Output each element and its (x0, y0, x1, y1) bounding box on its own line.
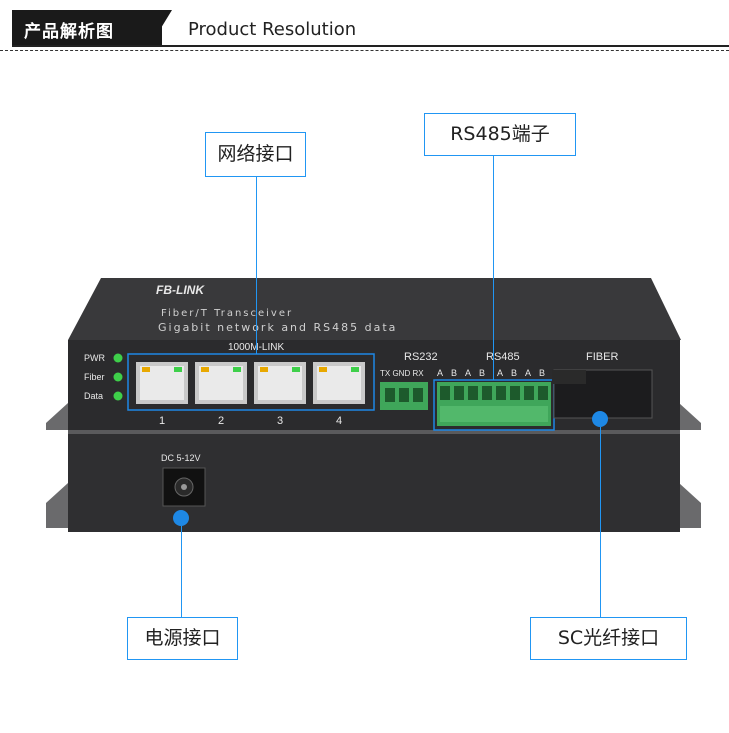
led-label-data: Data (84, 391, 103, 401)
svg-text:B: B (479, 368, 485, 378)
connector-rs485-terminal (493, 156, 494, 380)
dc-label: DC 5-12V (161, 453, 201, 463)
rj45-port-3 (254, 362, 306, 404)
header-title: Product Resolution (188, 19, 357, 40)
rj45-port-2 (195, 362, 247, 404)
header-tab (12, 10, 162, 46)
rs485-pin-labels: A B A B A B A B (437, 368, 545, 378)
svg-text:A: A (525, 368, 531, 378)
header-dashed-divider (0, 50, 729, 51)
svg-text:A: A (497, 368, 503, 378)
callout-network-port: 网络接口 (205, 132, 306, 177)
led-label-fiber: Fiber (84, 372, 105, 382)
port-number-1: 1 (159, 415, 165, 427)
rs232-label: RS232 (404, 351, 438, 363)
mount-ear-right-top (679, 403, 701, 430)
callout-sc-fiber-port: SC光纤接口 (530, 617, 687, 660)
top-panel (68, 278, 681, 340)
rs485-label: RS485 (486, 351, 520, 363)
header-tab-label: 产品解析图 (24, 22, 114, 42)
ethernet-highlight (127, 353, 375, 411)
device-illustration: FB-LINK Fiber/T Transceiver Gigabit netw… (46, 278, 701, 532)
brand-logo: FB-LINK (156, 283, 205, 297)
port-number-3: 3 (277, 415, 283, 427)
mount-ear-left-top (46, 403, 68, 430)
connector-fiber-port (600, 427, 601, 617)
rj45-port-4 (313, 362, 365, 404)
connector-network-port (256, 177, 257, 354)
marker-fiber-port (592, 411, 608, 427)
silk-subtitle-1: Fiber/T Transceiver (161, 308, 293, 319)
fiber-label: FIBER (586, 351, 618, 363)
silk-subtitle-2: Gigabit network and RS485 data (158, 321, 397, 334)
svg-text:A: A (465, 368, 471, 378)
callout-power-port: 电源接口 (127, 617, 238, 660)
svg-text:A: A (437, 368, 443, 378)
connector-power-port (181, 526, 182, 617)
mount-ear-left-bottom (46, 483, 68, 528)
svg-text:B: B (539, 368, 545, 378)
rs232-pins: TX GND RX (380, 369, 424, 378)
rs485-terminal (437, 382, 551, 426)
header-tab-notch (150, 10, 172, 46)
panel-divider (68, 430, 680, 434)
rj45-ports (136, 362, 365, 404)
led-data (113, 391, 123, 401)
header-rule (12, 45, 729, 47)
led-label-pwr: PWR (84, 353, 105, 363)
dc-jack (162, 467, 206, 507)
sc-fiber-port (552, 369, 653, 419)
rs232-terminal (380, 382, 428, 410)
mount-ear-right-bottom (679, 483, 701, 528)
front-panel-lower (68, 434, 680, 532)
port-number-4: 4 (336, 415, 342, 427)
svg-text:B: B (451, 368, 457, 378)
led-pwr (113, 353, 123, 363)
callout-rs485-terminal: RS485端子 (424, 113, 576, 156)
led-fiber (113, 372, 123, 382)
rj45-port-1 (136, 362, 188, 404)
marker-power-port (173, 510, 189, 526)
svg-text:B: B (511, 368, 517, 378)
port-number-2: 2 (218, 415, 224, 427)
